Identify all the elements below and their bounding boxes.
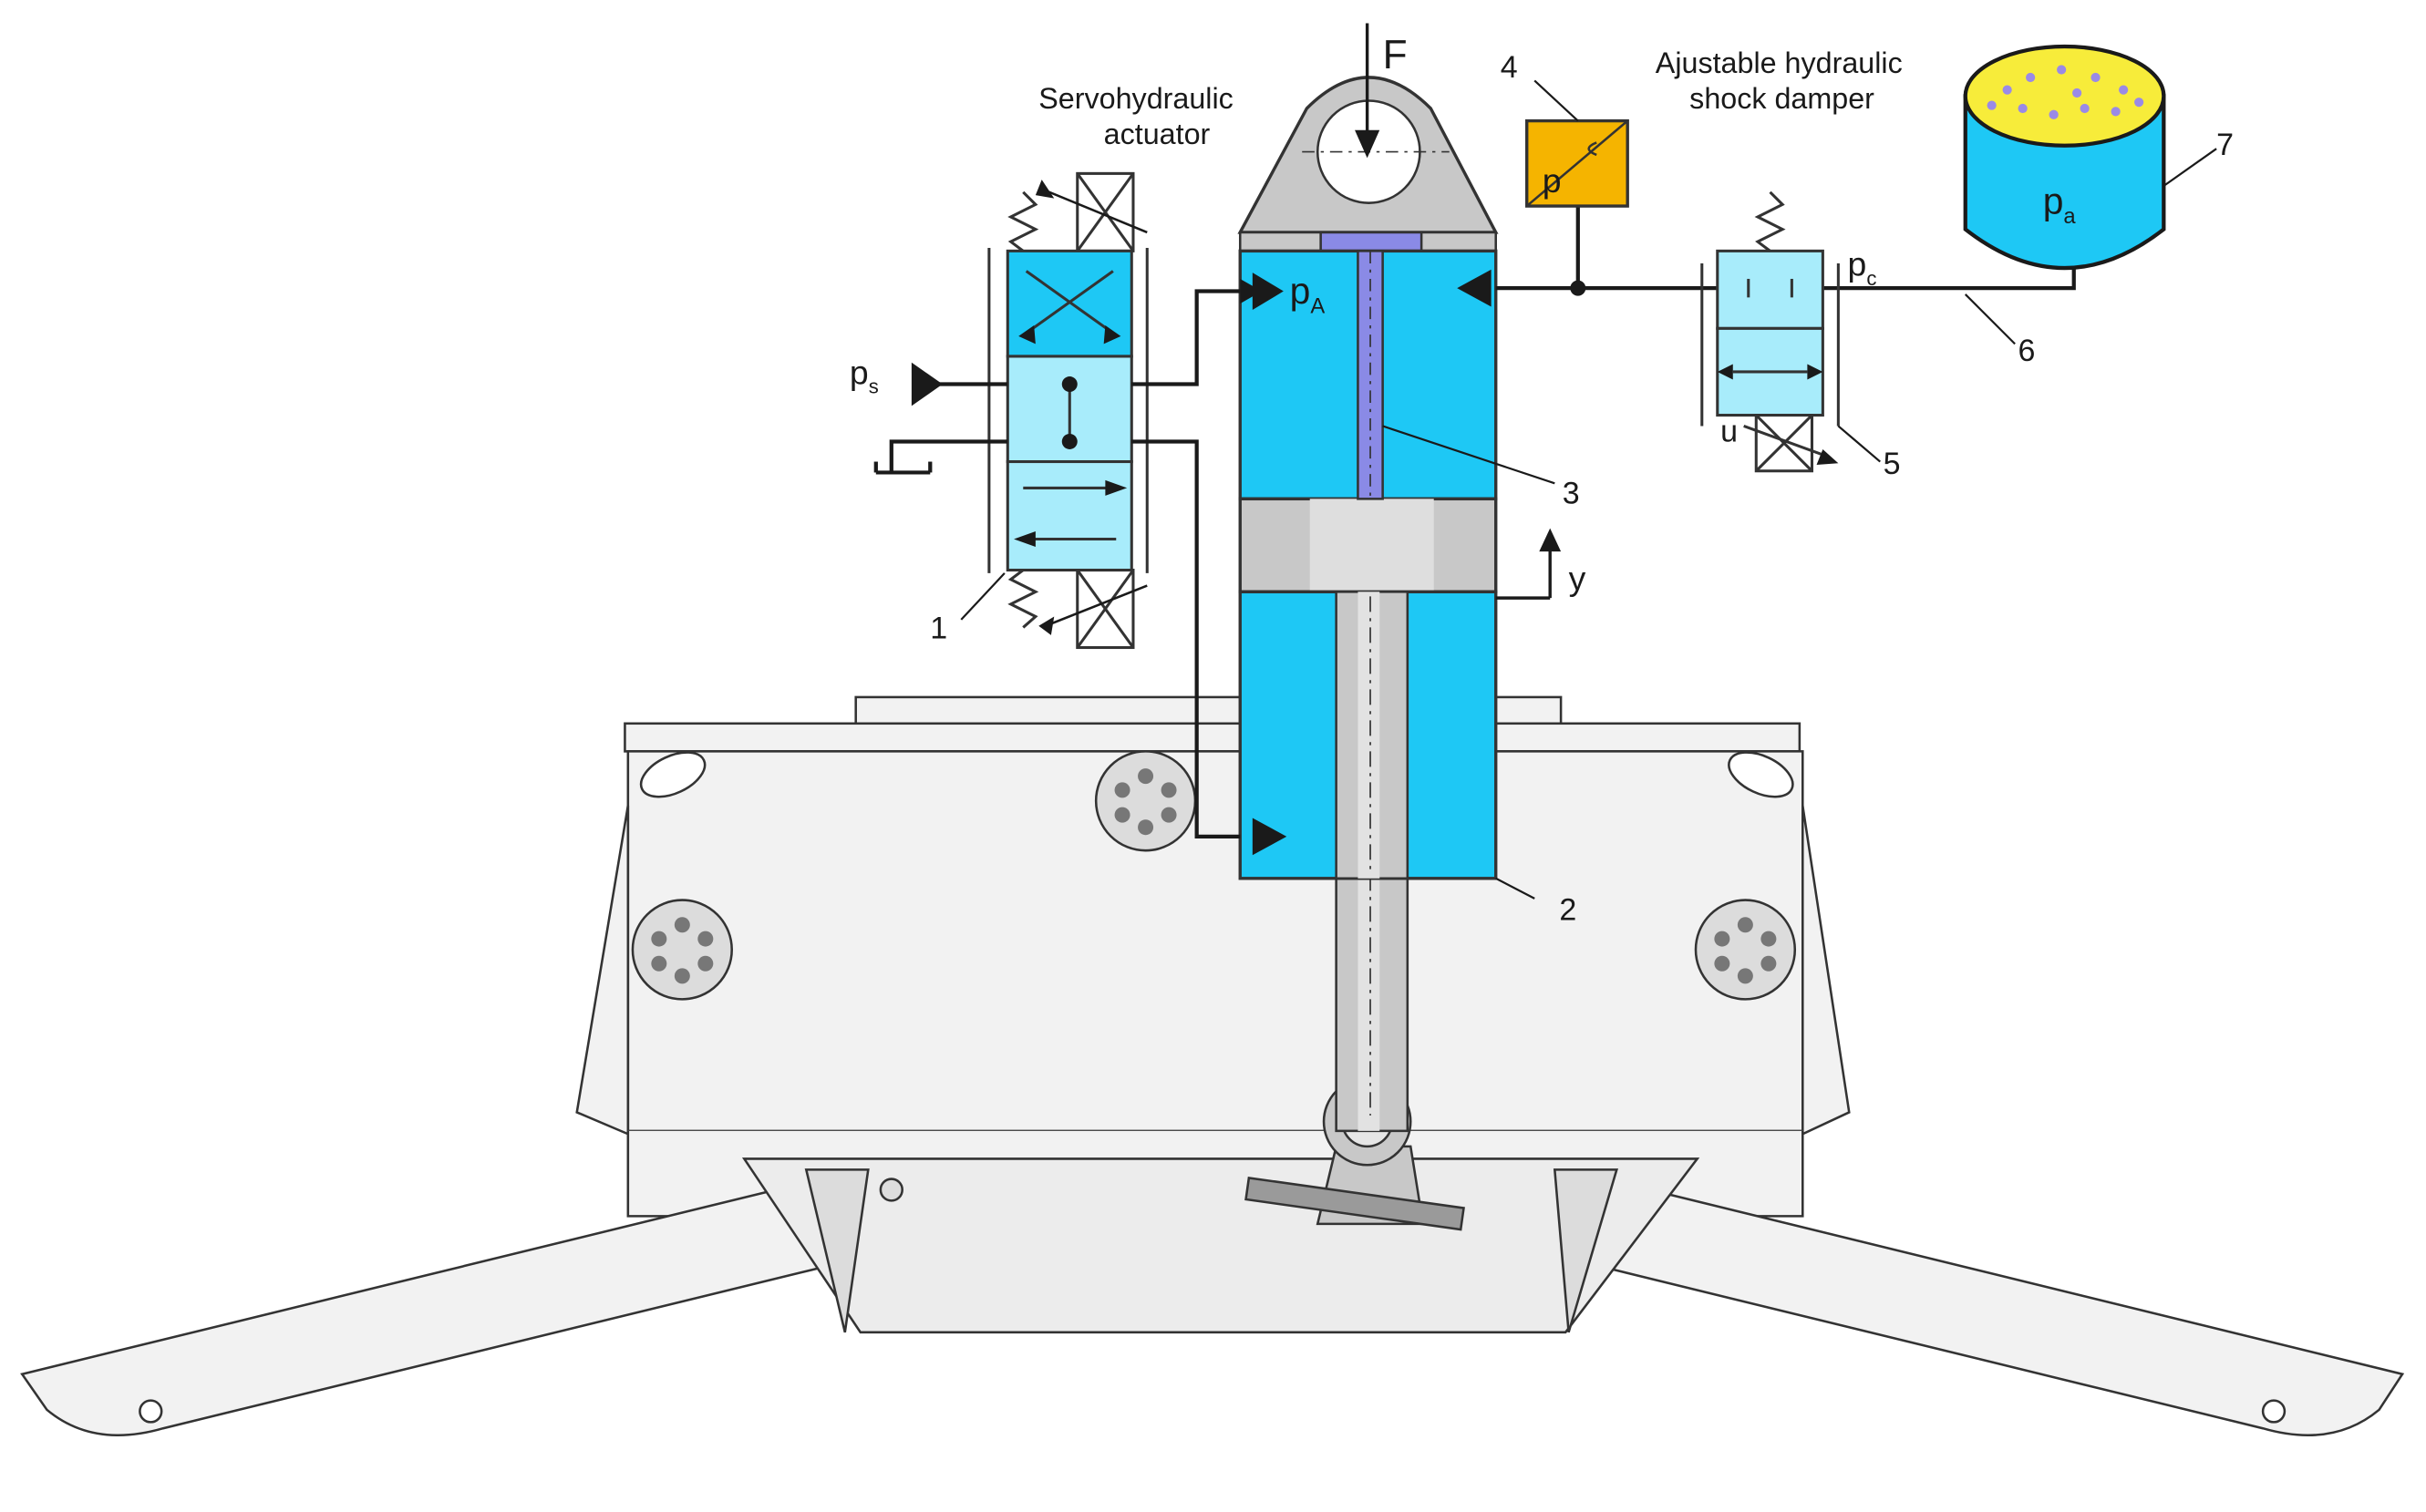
control-valve	[1700, 190, 1840, 473]
control-input-label: u	[1720, 414, 1738, 448]
callout-leaders	[960, 79, 2217, 900]
left-leg	[20, 1178, 862, 1437]
left-slot	[639, 751, 707, 798]
chamber-pressure-label: pA	[1290, 270, 1326, 318]
left-gusset	[804, 1168, 870, 1333]
right-gusset	[1553, 1168, 1619, 1333]
left-fin	[575, 805, 630, 1137]
damper-title-line1: Ajustable hydraulic	[1656, 46, 1903, 79]
callout-1: 1	[930, 611, 947, 645]
upper-frame-band	[624, 722, 1801, 753]
accumulator-foam	[1963, 44, 2166, 148]
bolt-flange-right	[1694, 899, 1797, 1001]
control-pressure-label: pc	[1848, 245, 1877, 290]
small-bolt	[879, 1178, 903, 1202]
displacement-label: y	[1569, 560, 1586, 598]
callout-2: 2	[1559, 893, 1576, 928]
damper-title-line2: shock damper	[1689, 82, 1874, 115]
sensor-symbol: p	[1543, 161, 1562, 200]
lifting-slots	[639, 751, 1794, 798]
callout-3: 3	[1563, 476, 1580, 510]
main-block	[626, 750, 1804, 1133]
force-arrow	[1355, 23, 1380, 159]
servo-valve	[987, 171, 1149, 650]
tank-symbol	[873, 461, 933, 475]
sensor-head	[1319, 231, 1423, 252]
bolt-flange-center	[1094, 750, 1197, 852]
bolt-flange-left	[631, 899, 733, 1001]
base-frame	[20, 695, 2405, 1437]
callout-6: 6	[2018, 334, 2036, 368]
callout-4: 4	[1501, 50, 1518, 85]
supply-pressure-label: ps	[850, 354, 879, 398]
left-leg-hole	[139, 1399, 163, 1424]
supply-port	[911, 362, 943, 406]
accumulator-pressure-label: pa	[2043, 180, 2077, 229]
accumulator	[1963, 44, 2166, 271]
right-leg	[1564, 1178, 2405, 1437]
callout-5: 5	[1884, 447, 1901, 481]
servo-title-line2: actuator	[1104, 118, 1211, 150]
force-label: F	[1383, 33, 1408, 77]
right-leg-hole	[2261, 1399, 2287, 1424]
callout-7: 7	[2216, 128, 2234, 162]
foam-dots	[1987, 65, 2144, 119]
servo-title-line1: Servohydraulic	[1038, 82, 1234, 115]
displacement-indicator	[1495, 541, 1552, 600]
right-slot	[1728, 751, 1794, 798]
right-fin	[1801, 805, 1851, 1137]
foot-plate	[1244, 1176, 1465, 1231]
